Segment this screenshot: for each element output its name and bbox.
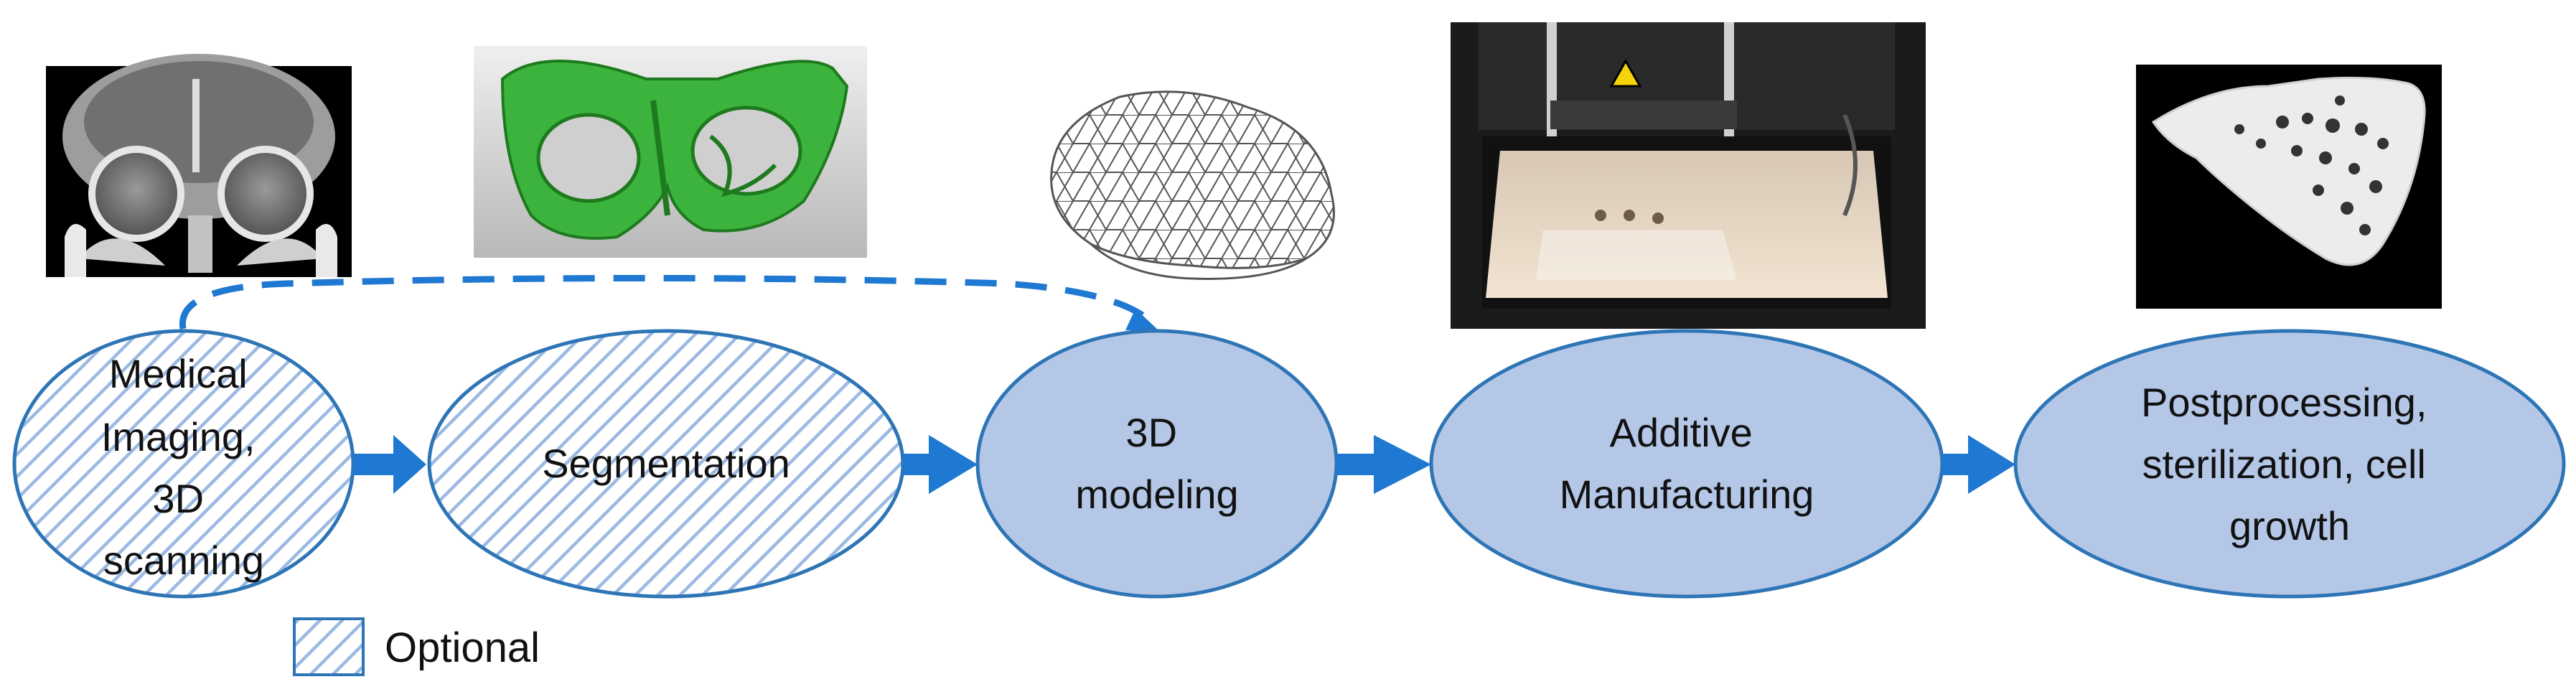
- step-ellipse-3d-modeling: [975, 329, 1339, 599]
- mesh-model-image: [1050, 90, 1335, 280]
- step-ellipse-additive-manufacturing: [1429, 329, 1944, 599]
- right-arrow-icon: [353, 435, 426, 494]
- ct-scan-image: [46, 54, 352, 277]
- 3d-printer-image: [1451, 22, 1926, 329]
- step-label-medical-imaging: Medical Imaging, 3D scanning: [101, 351, 266, 583]
- dashed-curved-arrow-icon: [179, 275, 1160, 332]
- printed-scaffold-image: [2136, 65, 2442, 309]
- step-label-additive-manufacturing: Additive Manufacturing: [1560, 410, 1814, 517]
- right-arrow-icon: [1942, 435, 2015, 494]
- legend-swatch: [293, 617, 365, 676]
- right-arrow-icon: [903, 435, 978, 494]
- step-label-3d-modeling: 3D modeling: [1075, 410, 1238, 517]
- step-ellipse-postprocessing: [2013, 329, 2566, 599]
- right-arrow-icon: [1336, 435, 1431, 494]
- legend-label: Optional: [385, 625, 540, 671]
- laser-warning-icon: [1609, 58, 1642, 88]
- step-label-segmentation: Segmentation: [542, 441, 790, 486]
- step-label-postprocessing: Postprocessing, sterilization, cell grow…: [2141, 380, 2438, 548]
- segmented-skull-model-image: [474, 46, 867, 258]
- legend: Optional: [293, 617, 540, 676]
